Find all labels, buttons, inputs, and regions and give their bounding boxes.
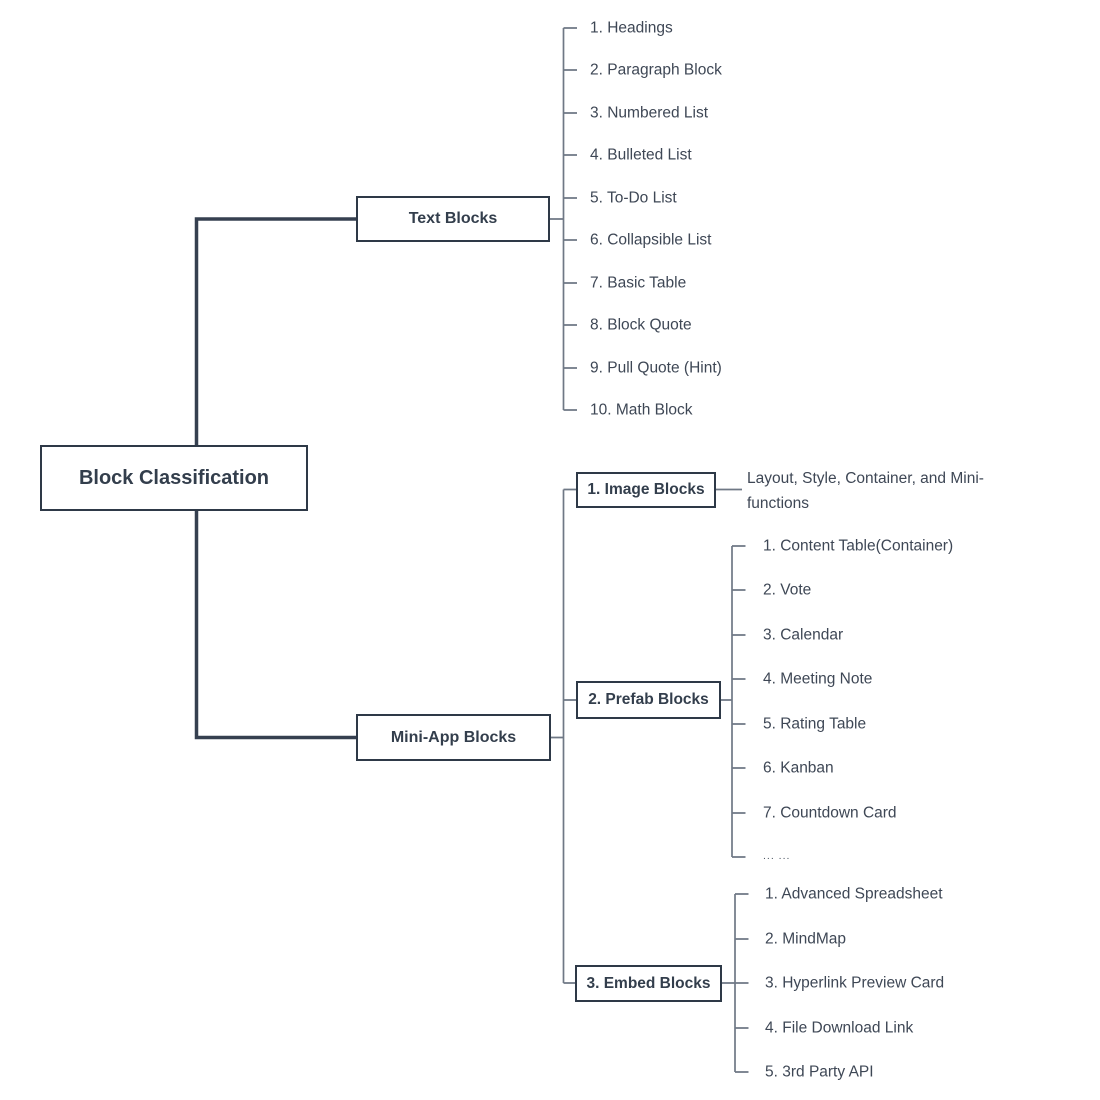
text-blocks-item[interactable]: 4. Bulleted List [590,146,692,164]
connector-root-to-text-blocks [194,217,356,446]
prefab-blocks-item[interactable]: 2. Vote [763,581,812,599]
root-node-block-classification[interactable]: Block Classification [40,445,308,511]
prefab-blocks-item[interactable]: 4. Meeting Note [763,670,873,688]
text-blocks-item[interactable]: 1. Headings [590,19,673,37]
embed-blocks-item[interactable]: 2. MindMap [765,930,846,948]
text-blocks-item[interactable]: 10. Math Block [590,401,693,419]
embed-blocks-item[interactable]: 3. Hyperlink Preview Card [765,974,945,992]
node-mini-app-blocks[interactable]: Mini-App Blocks [356,714,551,761]
node-prefab-blocks[interactable]: 2. Prefab Blocks [576,681,721,719]
node-image-blocks-label: 1. Image Blocks [587,481,705,498]
node-text-blocks[interactable]: Text Blocks [356,196,550,242]
connector-root-to-mini-app [194,510,356,740]
text-blocks-item[interactable]: 9. Pull Quote (Hint) [590,359,722,377]
node-image-blocks[interactable]: 1. Image Blocks [576,472,716,508]
node-mini-app-blocks-label: Mini-App Blocks [390,728,517,746]
node-embed-blocks-label: 3. Embed Blocks [586,974,711,992]
embed-blocks-item[interactable]: 4. File Download Link [765,1019,914,1037]
prefab-blocks-item[interactable]: 5. Rating Table [763,715,867,733]
text-blocks-item[interactable]: 7. Basic Table [590,274,687,292]
mini-app-children-spine [551,488,576,984]
prefab-blocks-item[interactable]: 3. Calendar [763,626,844,644]
node-prefab-blocks-label: 2. Prefab Blocks [588,691,709,708]
root-node-label: Block Classification [78,466,270,489]
text-blocks-item[interactable]: 2. Paragraph Block [590,61,722,79]
text-blocks-bracket [550,27,577,411]
text-blocks-item[interactable]: 6. Collapsible List [590,231,712,249]
text-blocks-item[interactable]: 5. To-Do List [590,189,677,207]
text-blocks-item[interactable]: 3. Numbered List [590,104,709,122]
node-embed-blocks[interactable]: 3. Embed Blocks [575,965,722,1002]
prefab-blocks-item-ellipsis[interactable]: ... ... [763,849,791,862]
embed-blocks-bracket [722,893,749,1073]
prefab-blocks-item[interactable]: 1. Content Table(Container) [763,537,954,555]
node-text-blocks-label: Text Blocks [408,210,498,227]
image-blocks-note: Layout, Style, Container, and Mini-funct… [747,470,984,512]
embed-blocks-item[interactable]: 5. 3rd Party API [765,1063,874,1081]
prefab-blocks-bracket [721,545,746,858]
embed-blocks-item[interactable]: 1. Advanced Spreadsheet [765,885,943,903]
prefab-blocks-item[interactable]: 7. Countdown Card [763,804,897,822]
prefab-blocks-item[interactable]: 6. Kanban [763,759,834,777]
text-blocks-item[interactable]: 8. Block Quote [590,316,692,334]
